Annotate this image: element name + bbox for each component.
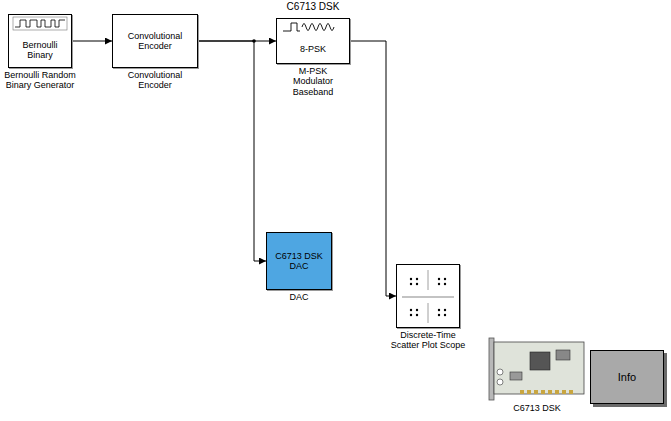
scope-axis <box>428 303 429 323</box>
scatter-dots <box>410 278 446 316</box>
scatter-dot <box>444 314 446 316</box>
connector-pin <box>534 390 538 394</box>
scatter-dot <box>438 283 440 285</box>
board-chip <box>530 352 550 370</box>
block-label: Bernoulli Binary <box>12 40 68 61</box>
board-chip <box>556 350 570 360</box>
block-name: M-PSK Modulator Baseband <box>278 66 348 97</box>
scatter-dot <box>410 309 412 311</box>
block-label: 8-PSK <box>300 44 326 54</box>
board-pcb <box>494 342 584 394</box>
dac-block: C6713 DSK DACDAC <box>266 232 332 290</box>
connector-pin <box>569 390 573 394</box>
connector-pin <box>541 390 545 394</box>
scatter-dot <box>444 278 446 280</box>
modulator-block: 8-PSKM-PSK Modulator Baseband <box>276 18 350 64</box>
block-label: Info <box>618 371 636 384</box>
block-label: Convolutional Encoder <box>116 31 194 52</box>
board-chip <box>510 372 522 380</box>
scatter-dot <box>416 314 418 316</box>
board-bracket <box>489 338 494 400</box>
board-jack <box>497 369 503 375</box>
signal-line <box>72 41 112 42</box>
connector-pin <box>548 390 552 394</box>
scope-axis <box>402 296 454 297</box>
block-name: Discrete-Time Scatter Plot Scope <box>385 330 471 351</box>
scatter-dot <box>410 314 412 316</box>
block-label: C6713 DSK DAC <box>270 251 328 272</box>
block-name: Convolutional Encoder <box>110 70 200 91</box>
board-jack <box>497 379 503 385</box>
target-block: C6713 DSK <box>488 336 586 400</box>
scatter-dot <box>416 283 418 285</box>
icon-frame <box>13 17 67 30</box>
scope-axis <box>428 270 429 290</box>
square-wave-icon <box>15 20 65 27</box>
scatter-dot <box>416 309 418 311</box>
scatter-dot <box>416 278 418 280</box>
info-block: Info <box>590 350 664 404</box>
sine-icon <box>302 24 334 31</box>
connector-pin <box>562 390 566 394</box>
connector-pin <box>520 390 524 394</box>
scope-block: Discrete-Time Scatter Plot Scope <box>396 264 460 328</box>
scatter-dot <box>410 278 412 280</box>
block-name: DAC <box>264 292 334 302</box>
connector-pin <box>527 390 531 394</box>
model-title: C6713 DSK <box>263 1 363 12</box>
scatter-dot <box>438 309 440 311</box>
signal-line <box>350 41 396 296</box>
block-name: C6713 DSK <box>492 403 582 413</box>
step-icon <box>283 23 300 31</box>
block-name: Bernoulli Random Binary Generator <box>1 70 79 91</box>
board-edge-connector <box>520 390 573 394</box>
connector-pin <box>555 390 559 394</box>
scatter-dot <box>410 283 412 285</box>
scatter-dot <box>444 309 446 311</box>
scatter-dot <box>444 283 446 285</box>
scatter-dot <box>438 314 440 316</box>
signal-line <box>198 41 266 261</box>
encoder-block: Convolutional EncoderConvolutional Encod… <box>112 14 198 68</box>
scatter-dot <box>438 278 440 280</box>
source-block: Bernoulli BinaryBernoulli Random Binary … <box>8 14 72 68</box>
